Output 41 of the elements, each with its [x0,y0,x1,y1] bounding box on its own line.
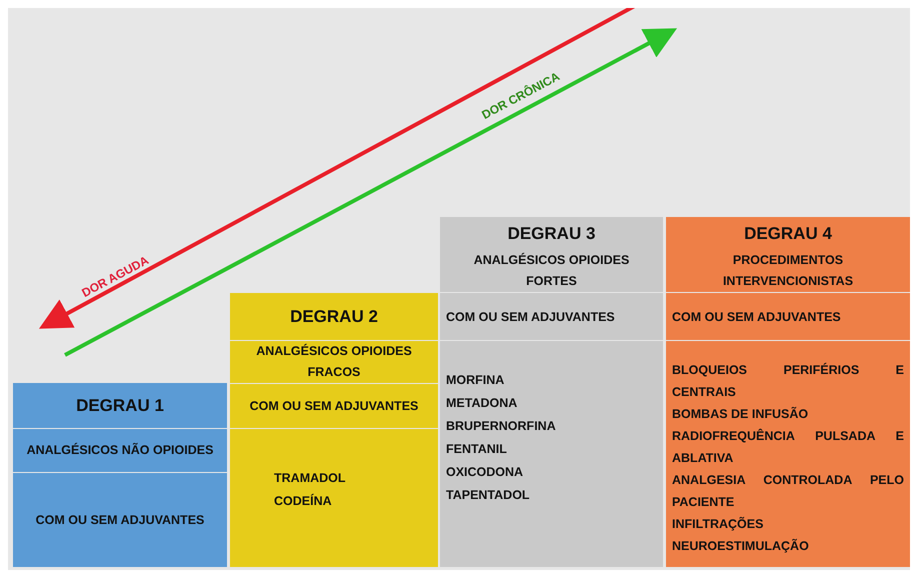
table-cell [13,473,227,567]
table-cell [13,383,227,428]
table-cell [440,217,663,250]
list-item: ANALGESIA CONTROLADA PELO PACIENTE [672,472,904,511]
list-item: TRAMADOL [274,470,347,487]
table-cell [440,250,663,292]
step-heading: DEGRAU 1 [75,396,165,416]
table-cell [440,293,663,340]
category-text: COM OU SEM ADJUVANTES [672,310,842,324]
category-text: ANALGÉSICOS NÃO OPIOIDES [26,442,214,459]
category-text: ANALGÉSICOS OPIOIDES FRACOS [255,342,413,381]
list-item: RADIOFREQUÊNCIA PULSADA E ABLATIVA [672,428,904,467]
table-cell [230,341,438,383]
category-text: COM OU SEM ADJUVANTES [248,398,420,414]
step-heading: DEGRAU 3 [506,224,596,244]
table-cell [666,293,910,340]
category-text: COM OU SEM ADJUVANTES [34,512,206,528]
list-item: BLOQUEIOS PERIFÉRIOS E CENTRAIS [672,362,904,401]
table-cell [666,250,910,292]
table-cell [13,429,227,472]
category-text: COM OU SEM ADJUVANTES [446,310,616,324]
table-cell [230,429,438,567]
table-cell [666,217,910,250]
list-item: NEUROESTIMULAÇÃO [672,538,810,555]
list-item: TAPENTADOL [446,487,531,504]
table-cell [666,341,910,567]
list-item: INFILTRAÇÕES [672,516,764,533]
table-cell [440,341,663,567]
list-item: FENTANIL [446,441,508,458]
category-text: ANALGÉSICOS OPIOIDES FORTES [472,252,630,290]
list-item: BRUPERNORFINA [446,418,557,435]
step-heading: DEGRAU 2 [289,306,379,326]
list-item: MORFINA [446,372,506,389]
list-item: METADONA [446,395,518,412]
list-item: CODEÍNA [274,492,333,510]
list-item: OXICODONA [446,464,524,481]
category-text: PROCEDIMENTOS INTERVENCIONISTAS [722,252,854,290]
table-cell [230,384,438,428]
step-heading: DEGRAU 4 [743,224,833,244]
table-cell [230,293,438,340]
list-item: BOMBAS DE INFUSÃO [672,406,810,423]
